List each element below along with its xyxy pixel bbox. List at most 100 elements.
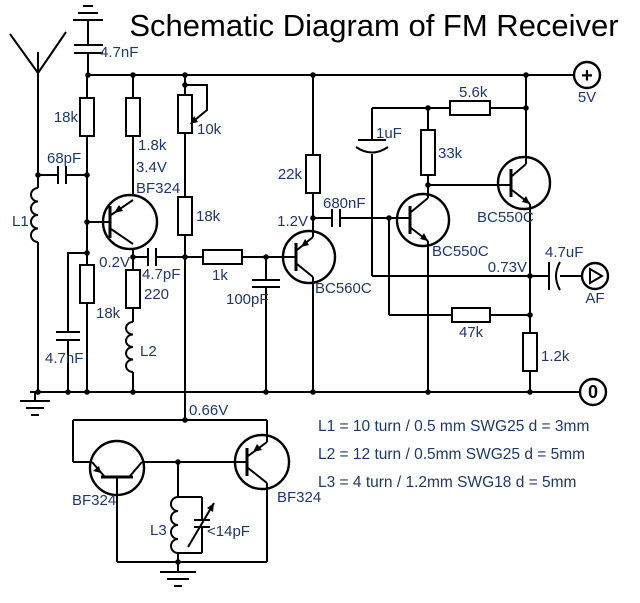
- coil-note-line: L3 = 4 turn / 1.2mm SWG18 d = 5mm: [318, 474, 576, 491]
- pot-wiper-arrow-icon: [190, 116, 198, 124]
- volt-3v4: 3.4V: [136, 159, 167, 176]
- q2-ref: BC560C: [315, 280, 372, 297]
- resistors: [79, 94, 538, 372]
- adjust-arrows: [190, 116, 214, 512]
- pnp-arrow-icon: [301, 239, 309, 247]
- audio-triangle-icon: [589, 267, 604, 285]
- res-47k: [451, 307, 491, 323]
- junction-dot: [310, 215, 316, 221]
- coil-L1-ref: L1: [12, 213, 29, 230]
- res-220: [125, 269, 141, 309]
- pot-10k-value: 10k: [197, 121, 222, 138]
- cap-100pF: [252, 279, 280, 288]
- res-22k-value: 22k: [278, 166, 303, 183]
- junction-dot: [523, 72, 529, 78]
- cap-4p7nF-top: [74, 44, 103, 54]
- junction-dot: [35, 389, 41, 395]
- q3-ref: BC550C: [432, 243, 489, 260]
- res-18k-bias-bot-value: 18k: [96, 305, 121, 322]
- npn-arrow-icon: [420, 233, 428, 241]
- audio-out-label: AF: [585, 290, 604, 307]
- transistor-q1-bf324: [101, 193, 159, 251]
- pnp-arrow-icon: [93, 466, 101, 473]
- terminals: + 5V 0 AF: [572, 60, 610, 407]
- cap-4p7pF: [147, 248, 157, 266]
- junction-dot: [182, 417, 188, 423]
- junction-dot: [65, 389, 71, 395]
- volt-1v2: 1.2V: [277, 213, 308, 230]
- res-1k: [202, 249, 243, 265]
- cap-4p7nF-top-value: 4.7nF: [100, 44, 138, 61]
- junction-dot: [527, 389, 533, 395]
- junction-dot: [386, 215, 392, 221]
- cap-680nF: [331, 209, 341, 227]
- trimmer-cap: [194, 519, 210, 528]
- junction-dot: [84, 172, 90, 178]
- res-5k6-value: 5.6k: [459, 84, 488, 101]
- junction-dot: [527, 312, 533, 318]
- junction-dot: [84, 250, 90, 256]
- coil-note-line: L2 = 12 turn / 0.5mm SWG25 d = 5mm: [318, 446, 585, 463]
- res-1k-value: 1k: [212, 267, 228, 284]
- cap-4p7uF-value: 4.7uF: [545, 244, 583, 261]
- schematic-title: Schematic Diagram of FM Receiver: [129, 8, 618, 43]
- junction-dot: [425, 105, 431, 111]
- cap-68pF: [57, 166, 67, 184]
- cap-100pF-value: 100pF: [226, 291, 269, 308]
- res-5k6: [449, 100, 491, 116]
- q5-ref: BF324: [72, 492, 116, 509]
- supply-plus-icon: +: [581, 65, 593, 87]
- res-18k-bias-top: [79, 97, 95, 137]
- capacitors: [56, 44, 561, 528]
- supply-voltage-label: 5V: [578, 89, 596, 106]
- transistors: [88, 155, 552, 497]
- junction-dot: [310, 389, 316, 395]
- res-18k-bias-top-value: 18k: [54, 109, 79, 126]
- antenna-icon: [9, 31, 67, 188]
- transistor-q2-bc560c: [281, 229, 337, 285]
- cap-1uF-value: 1uF: [376, 125, 402, 142]
- inductors: [30, 187, 179, 554]
- junction-dot: [182, 254, 188, 260]
- ground-terminal: [578, 377, 608, 407]
- res-1k8: [125, 97, 141, 137]
- junction-dot: [130, 389, 136, 395]
- res-18k-mid-value: 18k: [196, 208, 221, 225]
- transistor-q4-bc550c: [496, 155, 552, 211]
- res-1k8-value: 1.8k: [138, 137, 167, 154]
- q6-ref: BF324: [277, 489, 321, 506]
- volt-0v2: 0.2V: [99, 254, 130, 271]
- res-33k: [420, 129, 436, 176]
- pnp-arrow-icon: [114, 205, 123, 213]
- transistor-q5-bf324: [88, 439, 146, 497]
- osc-ground-icon: [160, 562, 196, 587]
- junction-dot: [527, 273, 533, 279]
- pnp-arrow-icon: [253, 444, 262, 452]
- left-ground-icon: [20, 392, 50, 416]
- q4-ref: BC550C: [477, 209, 534, 226]
- audio-out-terminal: [580, 261, 610, 291]
- cap-68pF-value: 68pF: [47, 150, 81, 167]
- cap-680nF-value: 680nF: [323, 195, 366, 212]
- res-33k-value: 33k: [438, 145, 463, 162]
- junction-dot: [85, 72, 91, 78]
- res-1k2: [522, 332, 538, 372]
- coil-note-line: L1 = 10 turn / 0.5 mm SWG25 d = 3mm: [318, 418, 589, 435]
- trimmer-arrow-icon: [207, 503, 214, 512]
- cap-4p7pF-value: 4.7pF: [142, 266, 180, 283]
- coil-L3: [170, 496, 179, 554]
- trimmer-value: <14pF: [207, 523, 250, 540]
- npn-arrow-icon: [522, 196, 530, 204]
- res-47k-value: 47k: [459, 324, 484, 341]
- volt-0v73: 0.73V: [488, 259, 527, 276]
- junction-dot: [130, 72, 136, 78]
- transistor-q3-bc550c: [395, 192, 451, 248]
- junction-dot: [425, 389, 431, 395]
- junction-dots: [35, 72, 533, 565]
- res-18k-bias-bot: [79, 264, 95, 304]
- q1-ref: BF324: [136, 180, 180, 197]
- coil-notes: L1 = 10 turn / 0.5 mm SWG25 d = 3mm L2 = …: [318, 418, 589, 491]
- junction-dot: [263, 254, 269, 260]
